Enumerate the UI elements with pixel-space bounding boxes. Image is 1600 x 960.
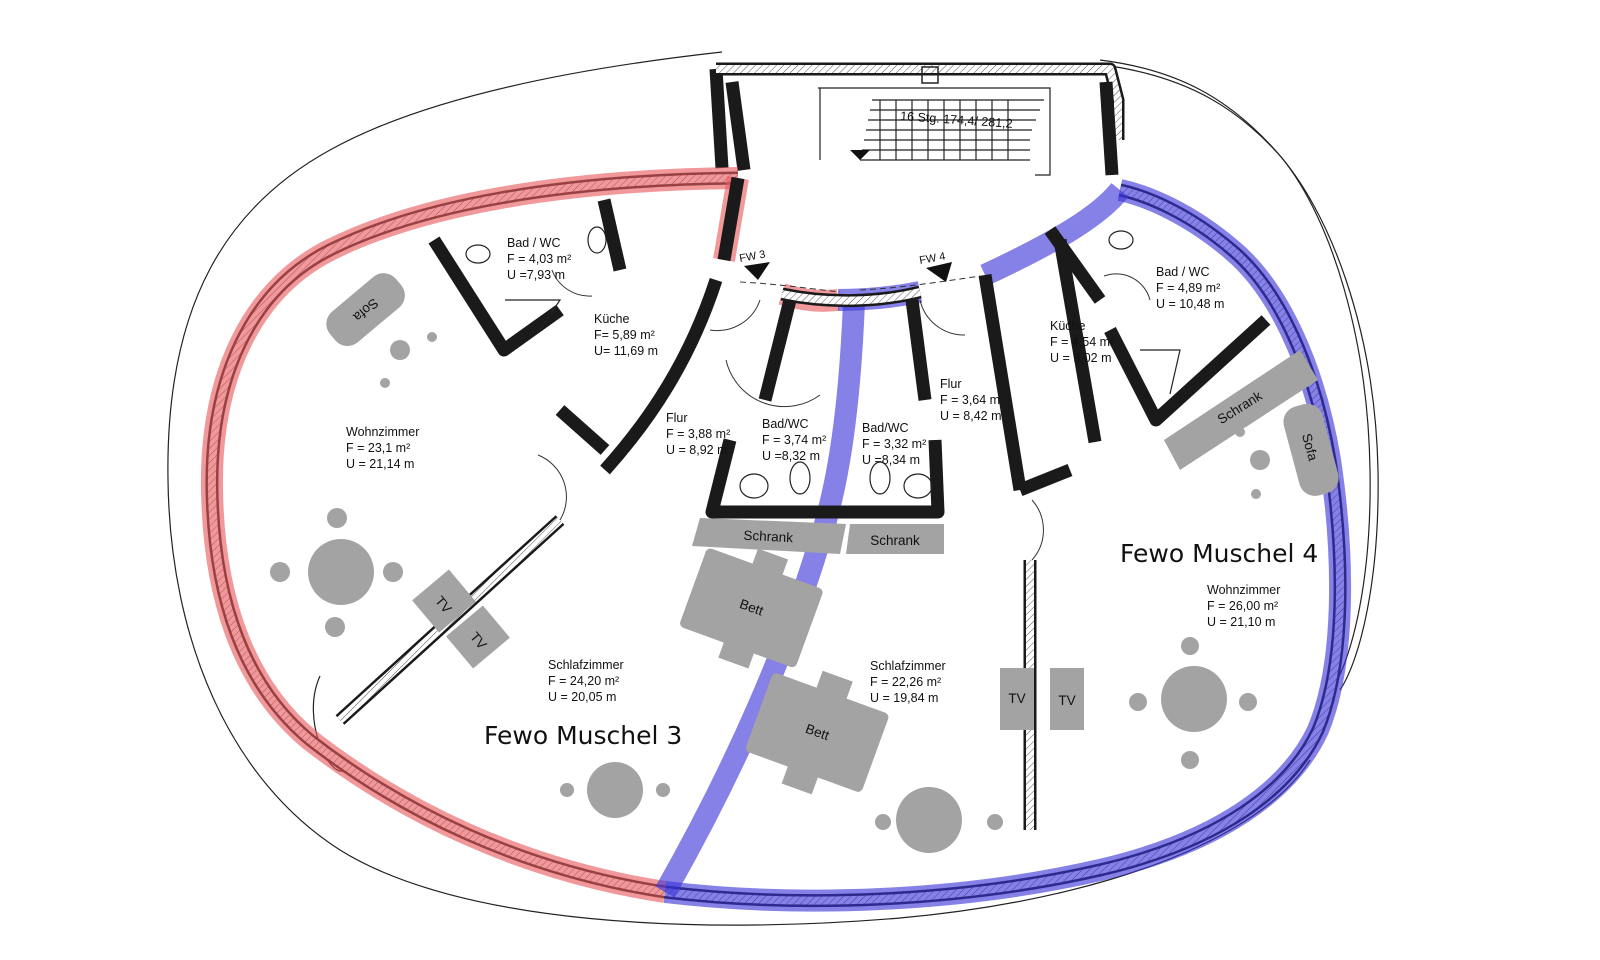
schrank-unit4: Schrank	[846, 524, 944, 554]
room-name: Bad / WC	[1156, 265, 1210, 279]
room-perimeter: U =8,34 m	[862, 453, 920, 467]
room-area: F = 4,54 m²	[1050, 335, 1114, 349]
unit3-title: Fewo Muschel 3	[484, 721, 682, 750]
room-perimeter: U = 19,84 m	[870, 691, 938, 705]
sofa-unit3: Sofa	[326, 273, 405, 347]
stair-label: 16 Stg. 174,4/ 281,2	[900, 109, 1013, 131]
bed-unit4: Bett	[745, 670, 889, 795]
room-area: F= 5,89 m²	[594, 328, 655, 342]
room-perimeter: U = 21,14 m	[346, 457, 414, 471]
room-name: Wohnzimmer	[346, 425, 419, 439]
room-wohn3: Wohnzimmer F = 23,1 m² U = 21,14 m	[346, 425, 419, 471]
room-badwc4: Bad/WC F = 3,32 m² U =8,34 m	[862, 421, 926, 467]
table-unit4	[1129, 637, 1257, 769]
schrank-label: Schrank	[870, 533, 920, 548]
entrance-fw4: FW 4	[918, 251, 952, 282]
room-bad4: Bad / WC F = 4,89 m² U = 10,48 m	[1156, 265, 1224, 311]
stair-steps	[860, 99, 1044, 161]
room-area: F = 4,89 m²	[1156, 281, 1220, 295]
room-perimeter: U = 8,92 m	[666, 443, 728, 457]
sofa-label: Sofa	[1299, 432, 1321, 463]
room-name: Wohnzimmer	[1207, 583, 1280, 597]
room-wohn4: Wohnzimmer F = 26,00 m² U = 21,10 m	[1207, 583, 1280, 629]
room-perimeter: U = 8,42 m	[940, 409, 1002, 423]
unit4-title: Fewo Muschel 4	[1120, 539, 1318, 568]
table-unit4-bedroom	[875, 787, 1003, 853]
room-name: Schlafzimmer	[548, 658, 624, 672]
room-name: Bad/WC	[862, 421, 909, 435]
room-area: F = 23,1 m²	[346, 441, 410, 455]
room-name: Schlafzimmer	[870, 659, 946, 673]
room-name: Küche	[1050, 319, 1085, 333]
room-area: F = 24,20 m²	[548, 674, 619, 688]
entrance-arrow-icon	[926, 262, 952, 282]
terrace-outline	[167, 51, 1379, 926]
room-perimeter: U =8,32 m	[762, 449, 820, 463]
room-flur4: Flur F = 3,64 m U = 8,42 m	[940, 377, 1002, 423]
sanitary-fixtures	[465, 226, 1181, 499]
room-schlaf3: Schlafzimmer F = 24,20 m² U = 20,05 m	[548, 658, 624, 704]
door-swings	[537, 269, 1151, 561]
room-perimeter: U = 20,05 m	[548, 690, 616, 704]
tv-unit4: TV TV	[1000, 668, 1084, 730]
room-name: Bad / WC	[507, 236, 561, 250]
room-name: Bad/WC	[762, 417, 809, 431]
room-area: F = 4,03 m²	[507, 252, 571, 266]
room-perimeter: U = 21,10 m	[1207, 615, 1275, 629]
room-area: F = 3,64 m	[940, 393, 1000, 407]
room-area: F = 3,88 m²	[666, 427, 730, 441]
entrance-fw4-label: FW 4	[918, 251, 946, 267]
room-area: F = 26,00 m²	[1207, 599, 1278, 613]
room-name: Küche	[594, 312, 629, 326]
room-flur3: Flur F = 3,88 m² U = 8,92 m	[666, 411, 730, 457]
furniture: Sofa TV TV Schrank B	[270, 273, 1339, 853]
room-schlaf4: Schlafzimmer F = 22,26 m² U = 19,84 m	[870, 659, 946, 705]
room-name: Flur	[666, 411, 688, 425]
entrance-fw3: FW 3	[738, 249, 770, 280]
room-perimeter: U =7,93 m	[507, 268, 565, 282]
room-bad3: Bad / WC F = 4,03 m² U =7,93 m	[507, 236, 571, 282]
stair-direction-arrow-icon	[850, 150, 870, 160]
sofa-unit4: Sofa	[1283, 403, 1339, 496]
room-name: Flur	[940, 377, 962, 391]
room-perimeter: U = 10,48 m	[1156, 297, 1224, 311]
bed-unit3: Bett	[680, 548, 823, 669]
room-perimeter: U = 9,02 m	[1050, 351, 1112, 365]
room-kueche3: Küche F= 5,89 m² U= 11,69 m	[594, 312, 658, 358]
room-area: F = 3,74 m²	[762, 433, 826, 447]
tv-label: TV	[1008, 691, 1025, 706]
entrance-arrow-icon	[744, 262, 770, 280]
tv-label: TV	[1058, 693, 1075, 708]
tv-unit3: TV TV	[412, 569, 510, 669]
staircase: 16 Stg. 174,4/ 281,2	[709, 62, 1125, 176]
table-unit3	[270, 508, 403, 637]
table-unit3-bedroom	[560, 762, 670, 818]
room-badwc3: Bad/WC F = 3,74 m² U =8,32 m	[762, 417, 826, 463]
room-perimeter: U= 11,69 m	[594, 344, 658, 358]
schrank-unit3: Schrank	[692, 518, 846, 554]
room-area: F = 3,32 m²	[862, 437, 926, 451]
entrance-fw3-label: FW 3	[738, 249, 766, 265]
schrank-label: Schrank	[743, 528, 793, 546]
room-area: F = 22,26 m²	[870, 675, 941, 689]
room-kueche4: Küche F = 4,54 m² U = 9,02 m	[1050, 319, 1114, 365]
